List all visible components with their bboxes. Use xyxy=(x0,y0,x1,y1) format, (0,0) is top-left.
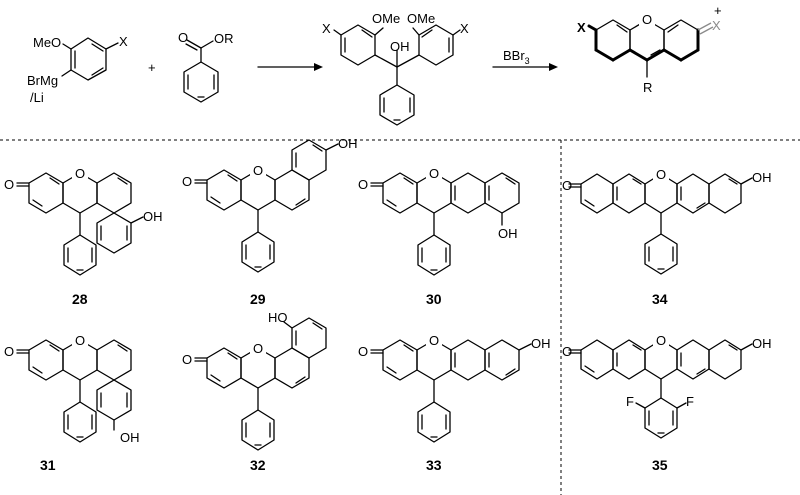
compound-31: O O OH 31 xyxy=(4,333,140,473)
compound-number: 31 xyxy=(40,457,56,473)
ester-label: OR xyxy=(214,31,234,46)
carbonyl-label: O xyxy=(182,174,192,189)
hydroxyl-label: HO xyxy=(268,310,288,325)
compound-number: 28 xyxy=(72,291,88,307)
substituent-right-label: X xyxy=(460,21,469,36)
product-xanthylium: O X X + R xyxy=(577,3,722,95)
compound-35: O O OH F F 35 xyxy=(562,333,772,473)
product-group-label: R xyxy=(643,80,652,95)
carbonyl-oxygen-label: O xyxy=(178,30,188,45)
plus-sign: + xyxy=(148,60,156,75)
ring-oxygen-label: O xyxy=(429,166,439,181)
compound-32: O O HO 32 xyxy=(182,310,327,473)
ring-oxygen-label: O xyxy=(75,166,85,181)
ring-oxygen-label: O xyxy=(429,333,439,348)
carbonyl-label: O xyxy=(562,178,572,193)
substituent-x-label: X xyxy=(119,34,128,49)
compound-number: 35 xyxy=(652,457,668,473)
fluoro-right-label: F xyxy=(686,394,694,409)
hydroxyl-label: OH xyxy=(498,226,518,241)
hydroxyl-label: OH xyxy=(120,430,140,445)
compound-number: 29 xyxy=(250,291,266,307)
compound-number: 33 xyxy=(426,457,442,473)
reagent-label: BBr3 xyxy=(503,48,530,66)
metal-label: BrMg xyxy=(27,73,58,88)
compound-33: O O OH 33 xyxy=(358,333,551,473)
ring-oxygen-label: O xyxy=(253,341,263,356)
reagent-aryl-grignard: MeO X BrMg /Li xyxy=(27,34,128,105)
product-charge-label: + xyxy=(714,3,722,18)
carbonyl-label: O xyxy=(182,352,192,367)
compound-28: O O OH 28 xyxy=(4,166,163,307)
reaction-arrow-1-head xyxy=(314,63,323,71)
methoxy-left-label: OMe xyxy=(372,11,400,26)
compound-number: 30 xyxy=(426,291,442,307)
carbonyl-label: O xyxy=(4,344,14,359)
compound-number: 34 xyxy=(652,291,668,307)
substituent-left-label: X xyxy=(322,21,331,36)
ring-oxygen-label: O xyxy=(75,333,85,348)
reagent-benzoate-ester: O OR xyxy=(178,30,234,103)
ring-oxygen-label: O xyxy=(656,333,666,348)
carbonyl-label: O xyxy=(358,177,368,192)
intermediate-carbinol: OMe OMe OH X X xyxy=(322,11,469,126)
ring-oxygen-label: O xyxy=(253,163,263,178)
compound-30: O O OH 30 xyxy=(358,166,520,307)
methoxy-label: MeO xyxy=(33,35,61,50)
ring-oxygen-label: O xyxy=(656,167,666,182)
product-substituent-left-label: X xyxy=(577,20,586,35)
carbonyl-label: O xyxy=(358,344,368,359)
product-substituent-right-label: X xyxy=(712,18,721,33)
carbonyl-label: O xyxy=(4,177,14,192)
product-ring-oxygen-label: O xyxy=(642,12,652,27)
hydroxyl-label: OH xyxy=(752,170,772,185)
fluoro-left-label: F xyxy=(626,394,634,409)
methoxy-right-label: OMe xyxy=(407,11,435,26)
reaction-arrow-2-head xyxy=(549,63,558,71)
hydroxyl-label: OH xyxy=(752,336,772,351)
carbonyl-label: O xyxy=(562,344,572,359)
hydroxyl-label: OH xyxy=(531,336,551,351)
hydroxyl-label: OH xyxy=(143,209,163,224)
hydroxyl-label: OH xyxy=(338,136,358,151)
alt-metal-label: /Li xyxy=(30,90,44,105)
compound-29: O O OH 29 xyxy=(182,136,358,307)
compound-number: 32 xyxy=(250,457,266,473)
compound-34: O O OH 34 xyxy=(562,167,772,307)
hydroxyl-label: OH xyxy=(390,39,410,54)
